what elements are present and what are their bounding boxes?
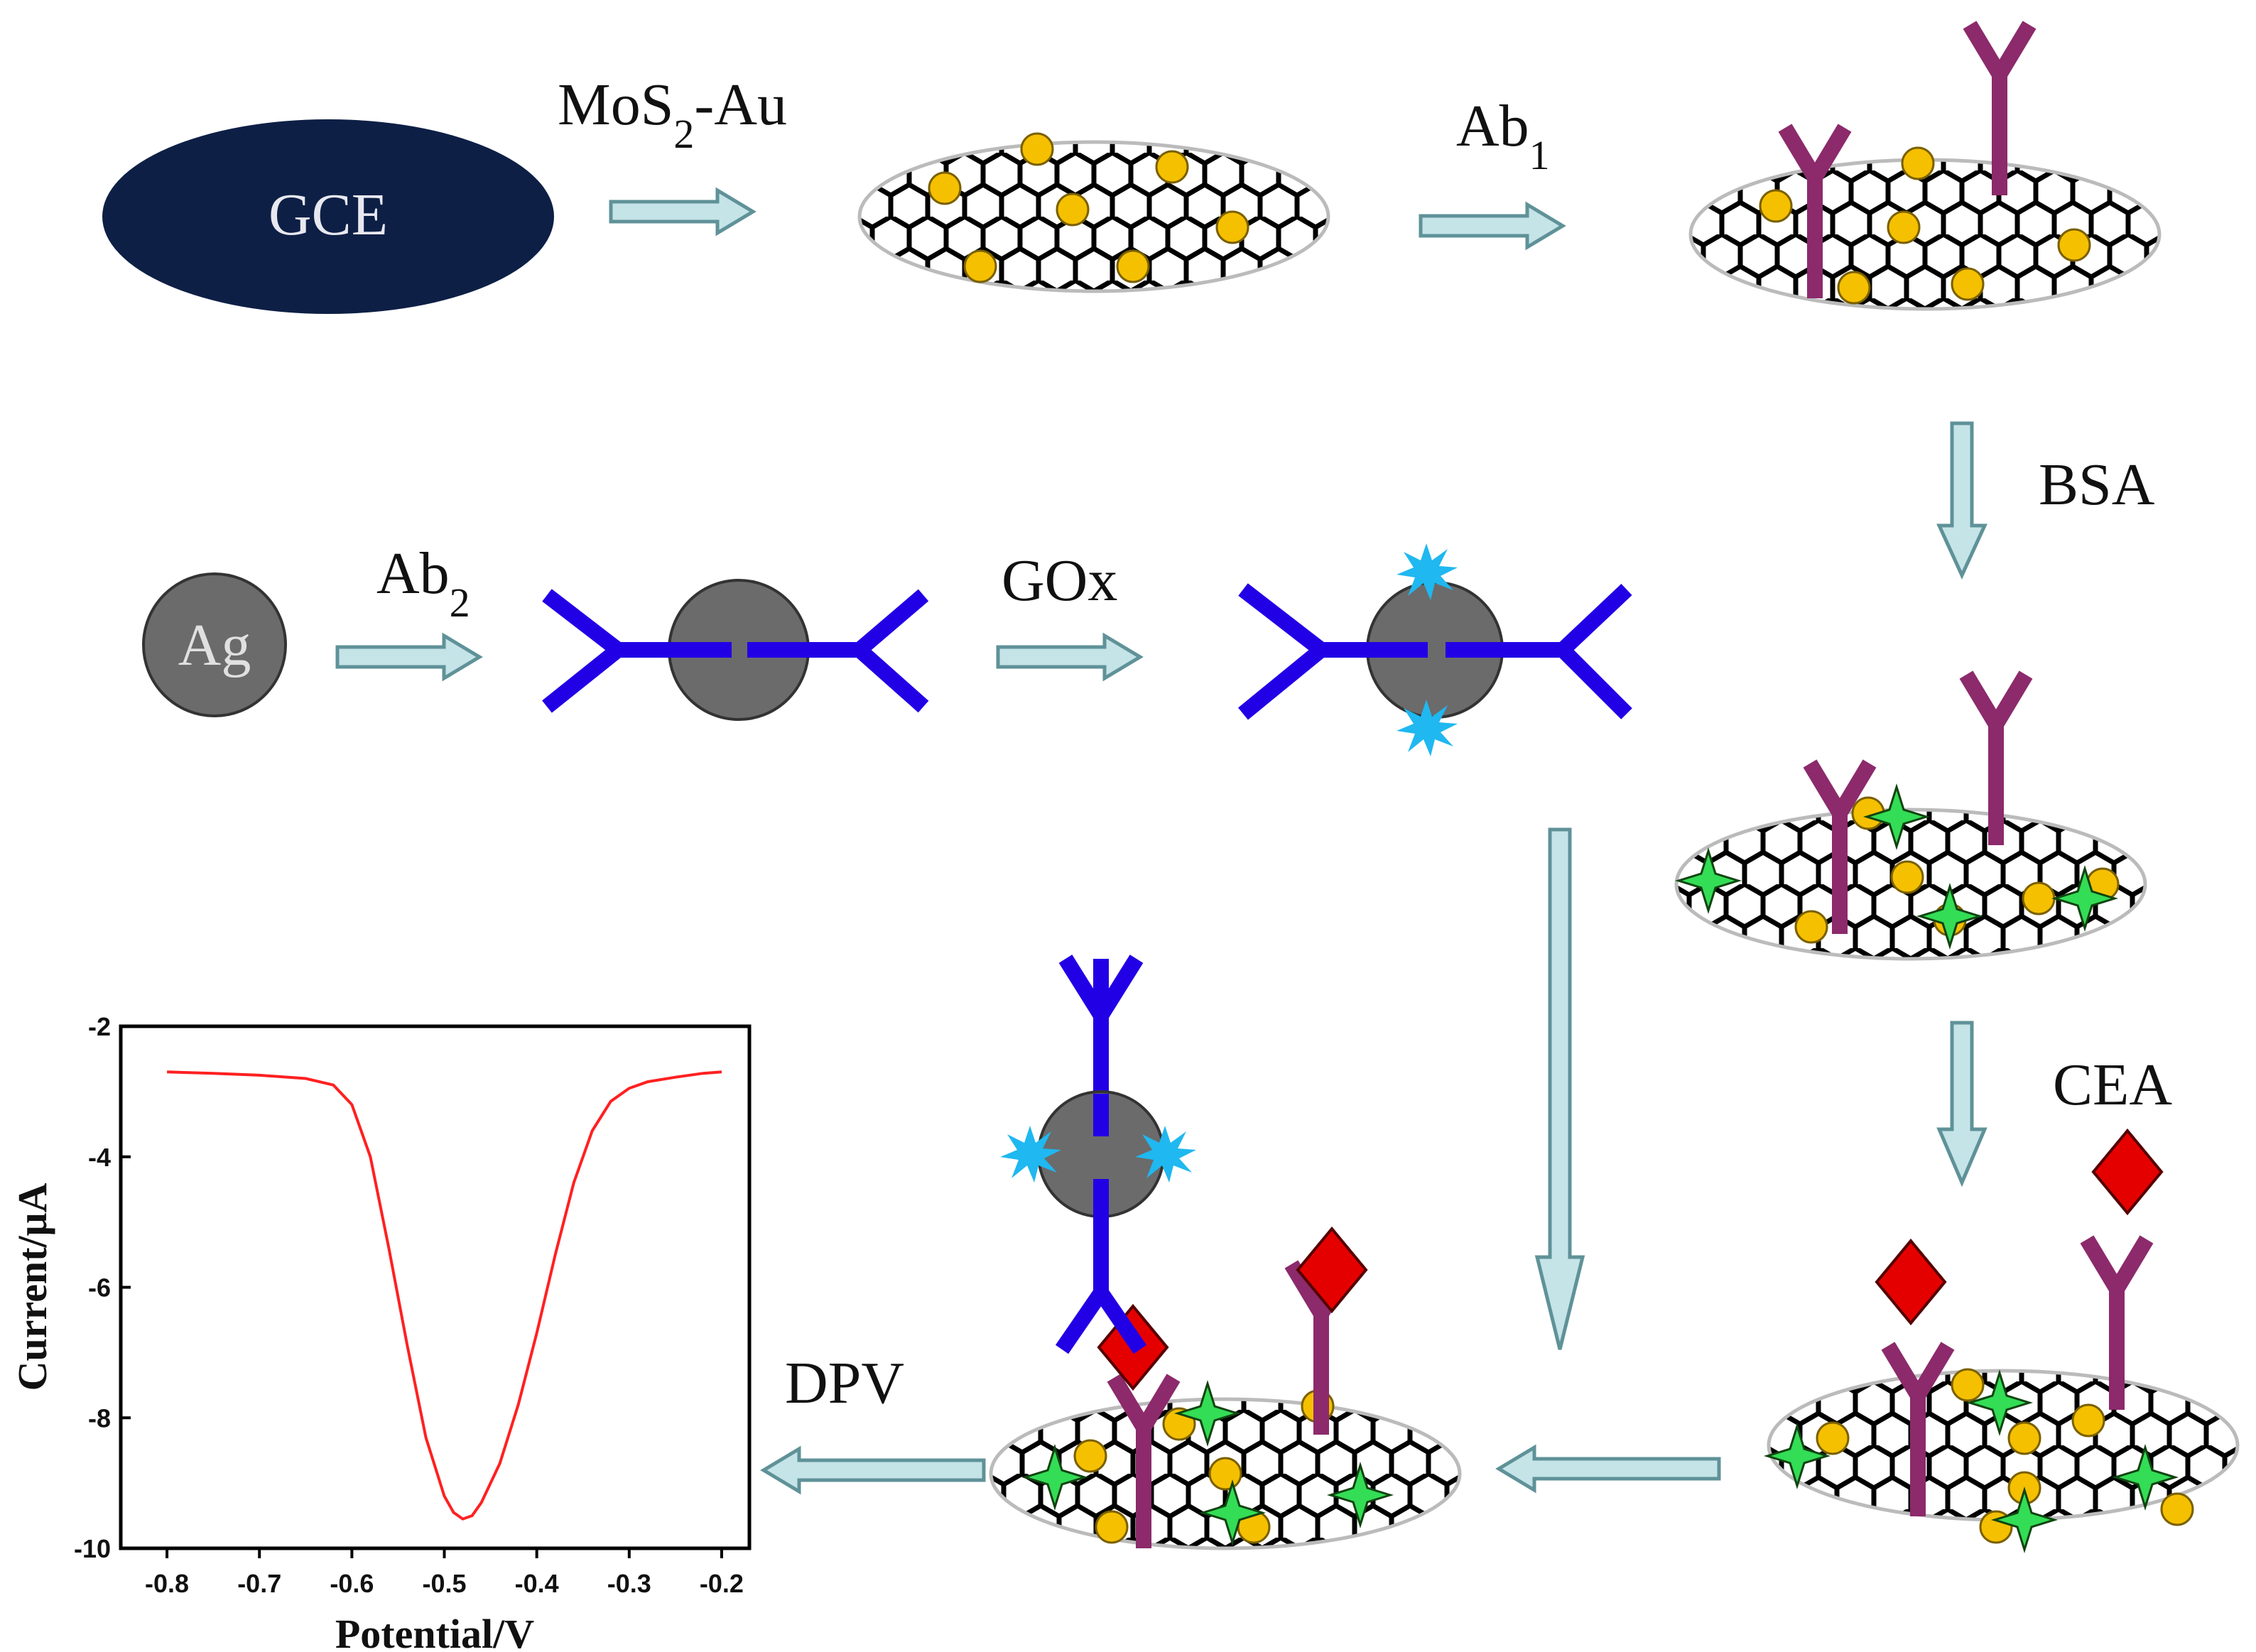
ab2-gox-probe — [1000, 955, 1196, 1354]
arrow-ab2 — [337, 636, 479, 678]
sheet-cea — [1766, 1129, 2238, 1551]
cea-antigen — [1875, 1239, 1946, 1325]
x-tick-label: -0.7 — [237, 1569, 281, 1598]
y-tick-label: -2 — [88, 1012, 111, 1041]
sheet-mos2-au — [859, 132, 1328, 291]
arrow-probe-incubation — [1534, 827, 1585, 1350]
dpv-label: DPV — [785, 1350, 904, 1416]
sheet-sandwich — [991, 1227, 1460, 1548]
x-tick-label: -0.5 — [422, 1569, 466, 1598]
ag-ab2-gox-conjugate — [1238, 543, 1632, 756]
y-tick-label: -4 — [88, 1143, 111, 1172]
x-tick-label: -0.4 — [515, 1569, 559, 1598]
y-tick-label: -10 — [74, 1534, 111, 1563]
sheet-ab1 — [1691, 25, 2159, 309]
mos2-au-label: MoS2-Au — [558, 72, 787, 157]
ab1-label: Ab1 — [1456, 93, 1550, 178]
dpv-curve — [167, 1070, 722, 1521]
bsa-label: BSA — [2039, 452, 2155, 518]
cea-antigen — [2092, 1129, 2163, 1214]
y-axis-ticks: -2 -4 -6 -8 -10 — [74, 1012, 131, 1563]
arrow-dpv — [760, 1445, 986, 1495]
x-tick-label: -0.6 — [330, 1569, 374, 1598]
x-axis-ticks: -0.8 -0.7 -0.6 -0.5 -0.4 -0.3 -0.2 — [145, 1548, 744, 1598]
y-tick-label: -8 — [88, 1403, 111, 1433]
x-axis-label: Potential/V — [335, 1611, 534, 1652]
arrow-bsa — [1936, 421, 1987, 580]
arrow-sandwich-left — [1495, 1444, 1721, 1494]
x-tick-label: -0.2 — [700, 1569, 744, 1598]
arrow-ab1 — [1421, 205, 1563, 247]
x-tick-label: -0.3 — [607, 1569, 651, 1598]
ag-nanoparticle: Ag — [142, 572, 287, 717]
dpv-chart: -2 -4 -6 -8 -10 -0.8 -0.7 -0.6 -0.5 -0.4 -0.3 -0.2… — [9, 1012, 752, 1652]
x-tick-label: -0.8 — [145, 1569, 189, 1598]
arrow-gox — [998, 636, 1140, 678]
arrow-mos2-au — [611, 190, 753, 233]
ag-ab2-conjugate — [542, 579, 929, 721]
ag-label: Ag — [178, 612, 251, 678]
y-tick-label: -6 — [88, 1273, 111, 1303]
y-axis-label: Current/μA — [9, 1183, 55, 1391]
arrow-cea — [1936, 1021, 1987, 1188]
plot-frame — [119, 1024, 752, 1550]
ab2-label: Ab2 — [376, 540, 470, 626]
gce-label: GCE — [269, 182, 388, 248]
sheet-bsa — [1676, 675, 2145, 959]
gox-label: GOx — [1002, 548, 1117, 614]
gce-electrode: GCE — [102, 119, 554, 314]
cea-label: CEA — [2053, 1052, 2172, 1118]
